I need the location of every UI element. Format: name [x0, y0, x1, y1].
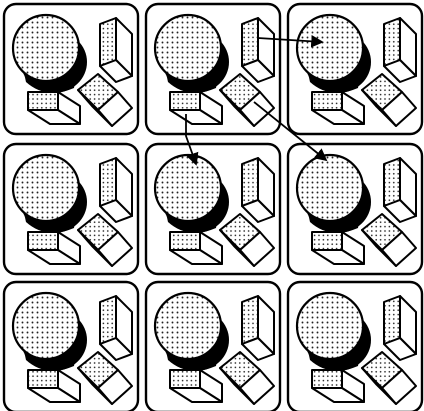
panel-r2c2: [146, 144, 280, 274]
panel-r3c2: [146, 282, 280, 411]
panel-r3c3: [288, 282, 422, 411]
panel-r1c3: [288, 4, 422, 134]
panel-r1c2: [146, 4, 280, 134]
panel-r2c1: [4, 144, 138, 274]
panels-layer: [4, 4, 422, 411]
panel-r1c1: [4, 4, 138, 134]
panel-r3c1: [4, 282, 138, 411]
panel-r2c3: [288, 144, 422, 274]
